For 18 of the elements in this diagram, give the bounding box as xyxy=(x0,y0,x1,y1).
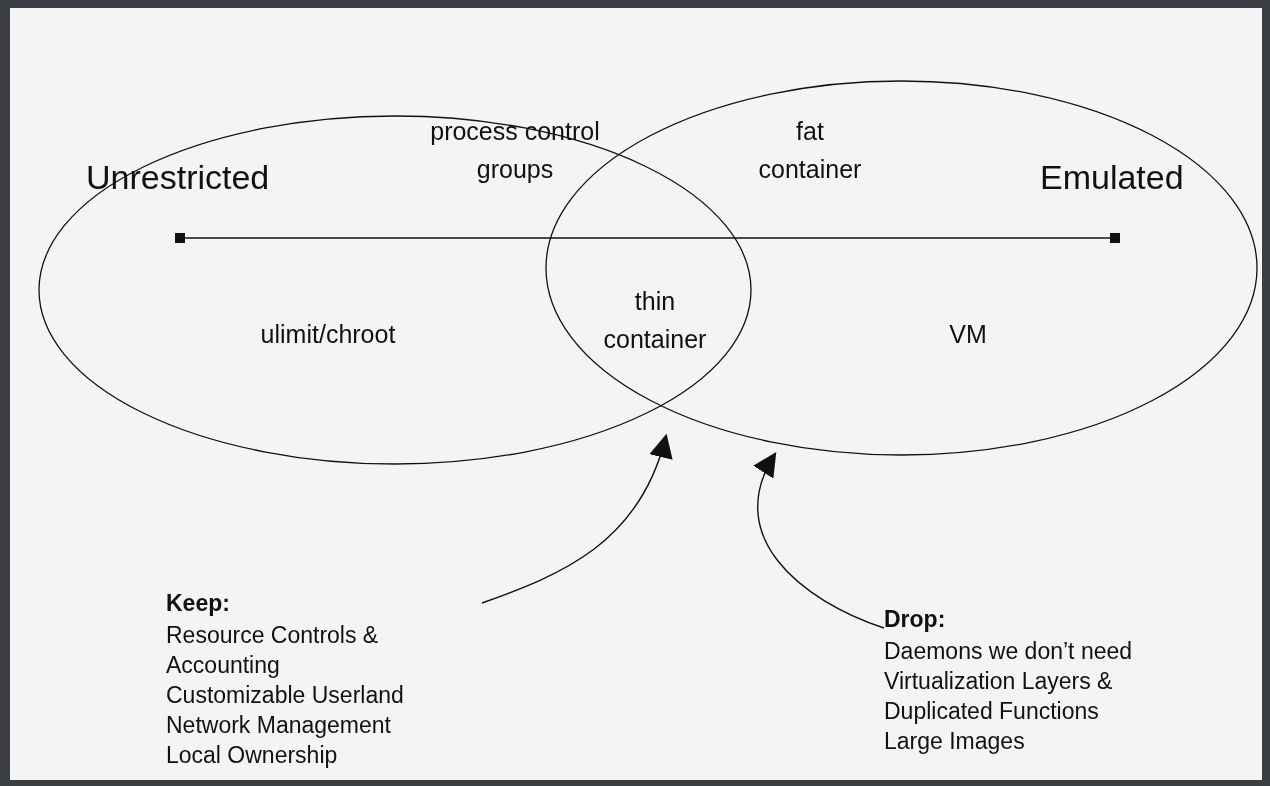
list-item: Resource Controls & Accounting xyxy=(166,621,380,680)
region-label: VM xyxy=(948,319,988,350)
list-item: Network Management xyxy=(166,711,392,740)
ellipse xyxy=(38,115,752,465)
region-label: process control groups xyxy=(430,116,600,185)
list-item: Daemons we don’t need xyxy=(884,637,1134,666)
curved-arrow xyxy=(754,451,885,629)
axis-end-label: Emulated xyxy=(1040,157,1184,198)
list-item: Local Ownership xyxy=(166,741,339,770)
region-label: thin container xyxy=(602,286,708,355)
curved-arrow xyxy=(481,433,672,604)
list-heading: Keep: xyxy=(166,589,230,618)
region-label: ulimit/chroot xyxy=(259,319,397,350)
list-item: Virtualization Layers & Duplicated Functions xyxy=(884,667,1114,726)
list-item: Large Images xyxy=(884,727,1026,756)
list-heading: Drop: xyxy=(884,605,946,634)
region-label: fat container xyxy=(757,116,863,185)
list-item: Customizable Userland xyxy=(166,681,405,710)
